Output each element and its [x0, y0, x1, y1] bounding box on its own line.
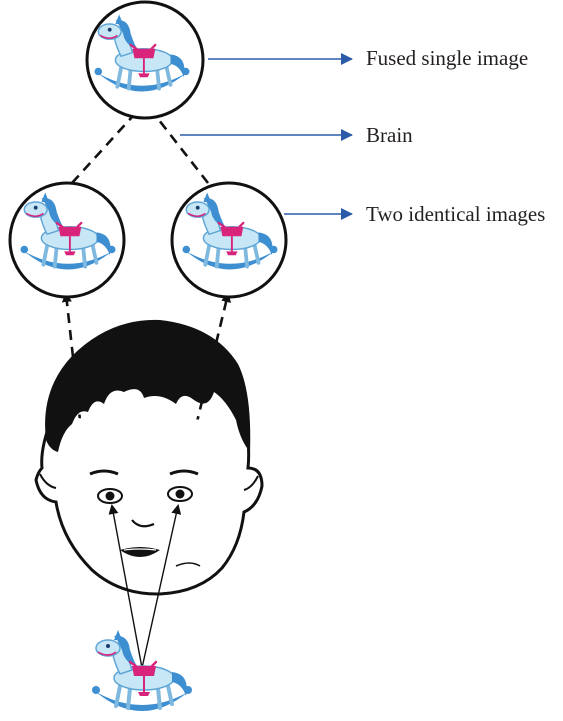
rocking-horse-object-icon [92, 630, 192, 711]
child-face-illustration [36, 320, 262, 594]
brain-label: Brain [366, 123, 413, 147]
left-eye-image-circle [10, 183, 124, 297]
right-eye-image-circle [172, 183, 286, 297]
fused-single-image-label: Fused single image [366, 46, 528, 70]
fused-image-circle [87, 2, 203, 118]
two-identical-images-label: Two identical images [366, 202, 545, 226]
